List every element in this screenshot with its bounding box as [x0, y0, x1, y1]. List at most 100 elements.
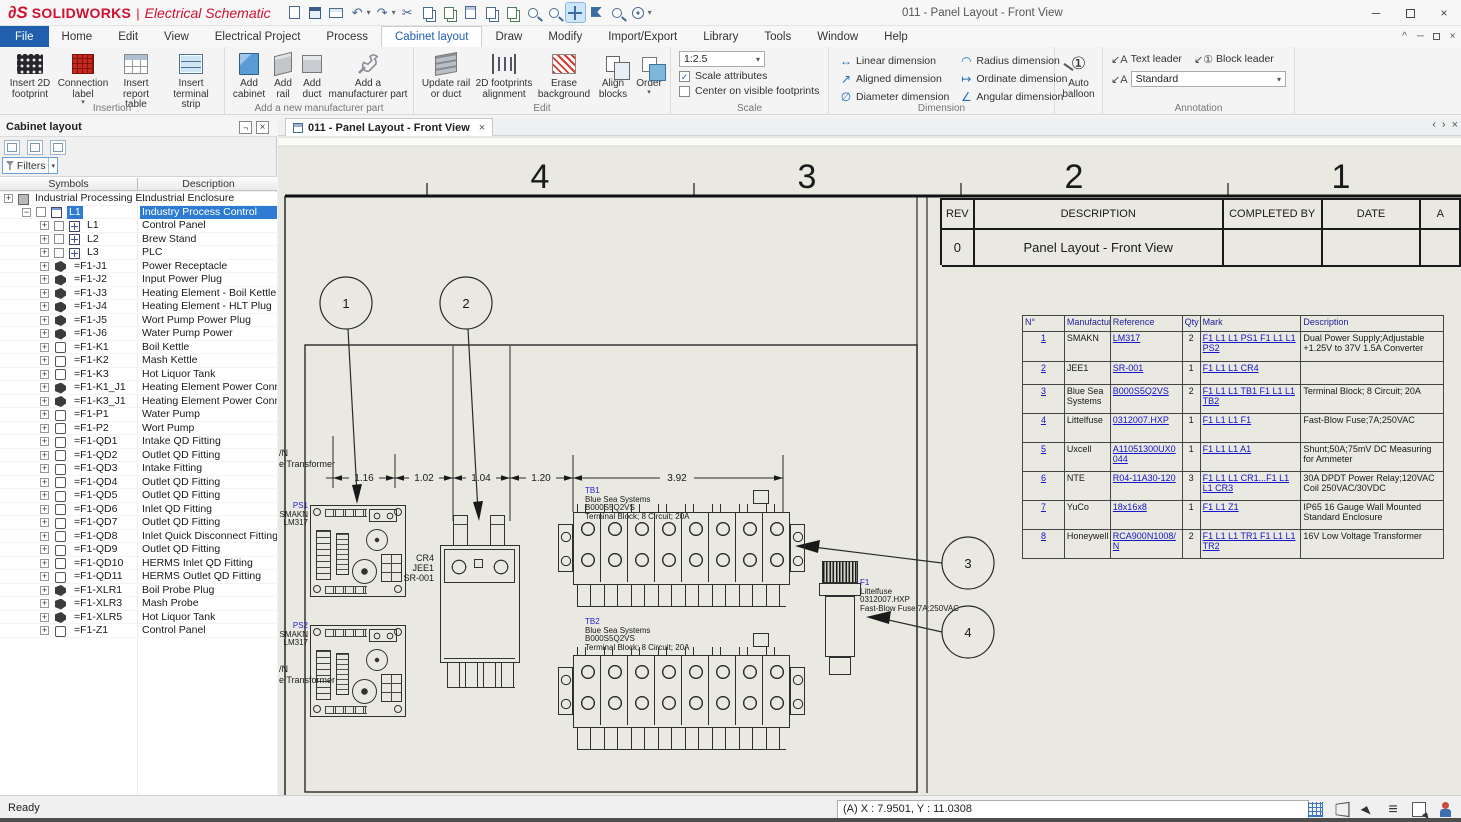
center-footprints-checkbox-row[interactable]: Center on visible footprints: [679, 85, 820, 97]
menu-tab-help[interactable]: Help: [884, 30, 908, 43]
bom-ref-cell[interactable]: 18x16x8: [1110, 501, 1183, 530]
sheet-select-icon[interactable]: [1407, 798, 1431, 821]
mdi-minimize-button[interactable]: ─: [1416, 31, 1425, 42]
add-duct-button[interactable]: Add duct: [298, 50, 326, 100]
menu-tab-view[interactable]: View: [164, 30, 189, 43]
bom-ref-cell[interactable]: R04-11A30-120: [1110, 472, 1183, 501]
update-rail-or-duct-button[interactable]: Update rail or duct: [419, 50, 473, 100]
tab-scroll-left-icon[interactable]: ‹: [1432, 119, 1436, 131]
expand-toggle-icon[interactable]: +: [40, 625, 49, 635]
row-checkbox[interactable]: [54, 234, 64, 244]
bom-n-cell[interactable]: 7: [1023, 501, 1065, 530]
bom-ref-cell[interactable]: RCA900N1008/N: [1110, 530, 1183, 559]
block-leader-button[interactable]: Block leader: [1216, 53, 1274, 65]
selection-box-icon[interactable]: [27, 140, 43, 155]
row-checkbox[interactable]: [36, 207, 46, 217]
menu-tab-library[interactable]: Library: [703, 30, 739, 43]
redo-icon[interactable]: ↷: [376, 4, 388, 20]
cut-icon[interactable]: ✂: [401, 4, 413, 20]
expand-toggle-icon[interactable]: +: [40, 422, 49, 433]
expand-toggle-icon[interactable]: +: [40, 301, 49, 311]
column-divider[interactable]: [137, 178, 138, 190]
expand-toggle-icon[interactable]: +: [40, 557, 49, 568]
undo-icon[interactable]: ↶: [351, 4, 363, 20]
insert-terminal-strip-button[interactable]: Insert terminal strip: [163, 50, 219, 111]
bom-mark-cell[interactable]: F1 L1 L1 TB1 F1 L1 L1 TB2: [1200, 385, 1302, 414]
drawing-canvas[interactable]: 4 3 2 1 1.16: [278, 136, 1461, 795]
row-checkbox[interactable]: [54, 247, 64, 258]
mdi-restore-button[interactable]: [1430, 29, 1443, 44]
expand-toggle-icon[interactable]: −: [22, 206, 31, 217]
order-button[interactable]: Order▾: [633, 50, 666, 96]
paste-special-icon[interactable]: [503, 3, 522, 22]
ordinate-dimension-button[interactable]: ↦Ordinate dimension: [961, 71, 1068, 86]
expand-toggle-icon[interactable]: +: [40, 598, 49, 608]
expand-toggle-icon[interactable]: +: [40, 530, 49, 541]
tb1-terminal-block[interactable]: [558, 490, 805, 607]
expand-toggle-icon[interactable]: +: [40, 490, 49, 500]
session-icon[interactable]: [285, 3, 304, 22]
pin-icon[interactable]: ¬: [239, 121, 252, 134]
bom-n-cell[interactable]: 2: [1023, 362, 1065, 385]
text-leader-button[interactable]: Text leader: [1130, 53, 1182, 65]
line-weight-icon[interactable]: ≡: [1388, 800, 1398, 818]
chevron-down-icon[interactable]: ▾: [391, 8, 396, 17]
expand-toggle-icon[interactable]: +: [40, 584, 49, 595]
erase-background-button[interactable]: Erase background: [535, 50, 593, 100]
expand-toggle-icon[interactable]: +: [40, 341, 49, 352]
chevron-down-icon[interactable]: ▾: [647, 88, 651, 96]
insert-report-table-button[interactable]: Insert report table: [111, 50, 161, 111]
user-profile-icon[interactable]: [1433, 798, 1457, 821]
zoom-window-icon[interactable]: [524, 3, 543, 22]
bom-ref-cell[interactable]: A11051300UX0044: [1110, 443, 1183, 472]
expand-toggle-icon[interactable]: +: [40, 395, 49, 406]
menu-tab-import-export[interactable]: Import/Export: [608, 30, 678, 43]
expand-toggle-icon[interactable]: +: [40, 463, 49, 473]
close-button[interactable]: ×: [1440, 6, 1448, 20]
expand-toggle-icon[interactable]: +: [4, 193, 13, 203]
menu-tab-electrical-project[interactable]: Electrical Project: [214, 30, 301, 43]
tree-row-industrial-processing-e[interactable]: +Industrial Processing E...Industrial En…: [0, 192, 277, 206]
copy-icon[interactable]: [419, 3, 438, 22]
help-icon[interactable]: [629, 3, 648, 22]
scale-attributes-checkbox-row[interactable]: ✓ Scale attributes: [679, 70, 820, 82]
duplicate-icon[interactable]: [482, 3, 501, 22]
zoom-pointer-icon[interactable]: [545, 3, 564, 22]
menu-tab-file[interactable]: File: [0, 26, 49, 47]
save-icon[interactable]: [306, 3, 325, 22]
menu-tab-draw[interactable]: Draw: [495, 30, 523, 43]
bom-ref-cell[interactable]: 0312007.HXP: [1110, 414, 1183, 443]
auto-balloon-button[interactable]: ① Auto balloon: [1060, 50, 1097, 100]
add-cabinet-button[interactable]: Add cabinet: [230, 50, 268, 100]
expand-toggle-icon[interactable]: +: [40, 382, 49, 392]
expand-toggle-icon[interactable]: +: [40, 476, 49, 487]
scale-attributes-checkbox[interactable]: ✓: [679, 70, 690, 82]
chevron-down-icon[interactable]: ▾: [366, 8, 371, 17]
column-description[interactable]: Description: [182, 178, 235, 190]
connection-label-button[interactable]: Connection label▾: [57, 50, 109, 106]
annotation-style-select[interactable]: Standard ▾: [1130, 71, 1286, 87]
mdi-close-button[interactable]: ×: [1449, 31, 1456, 42]
f1-fuse-cap[interactable]: [822, 561, 858, 583]
scale-select[interactable]: 1:2.5 ▾: [679, 51, 765, 67]
redline-icon[interactable]: [587, 3, 606, 22]
